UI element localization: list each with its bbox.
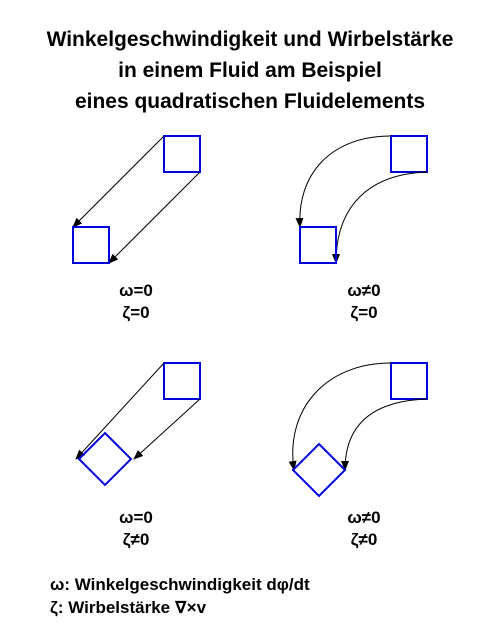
motion-arrow-upper bbox=[72, 135, 165, 228]
fluid-element-start bbox=[163, 362, 201, 400]
omega-label: ω≠0 bbox=[347, 508, 380, 527]
omega-label: ω≠0 bbox=[347, 281, 380, 300]
legend-zeta: ζ: Wirbelstärke ∇×v bbox=[50, 598, 207, 617]
omega-label: ω=0 bbox=[119, 508, 153, 527]
motion-arrow-lower bbox=[108, 171, 201, 264]
title-line-1: Winkelgeschwindigkeit und Wirbelstärke bbox=[46, 28, 454, 51]
zeta-label: ζ=0 bbox=[350, 303, 377, 322]
panel-translation: ω=0 ζ=0 bbox=[72, 135, 201, 322]
omega-label: ω=0 bbox=[119, 281, 153, 300]
motion-arrow-upper bbox=[75, 362, 165, 460]
title-line-2: in einem Fluid am Beispiel bbox=[118, 59, 382, 82]
zeta-label: ζ≠0 bbox=[351, 530, 378, 549]
zeta-label: ζ≠0 bbox=[123, 530, 150, 549]
motion-arrow-inner bbox=[341, 398, 428, 471]
fluid-element-start bbox=[390, 362, 428, 400]
panel-rotation-straight: ω=0 ζ≠0 bbox=[75, 362, 201, 549]
fluid-element-end-rotated bbox=[77, 431, 133, 487]
fluid-element-end-rotated bbox=[291, 442, 347, 498]
motion-arrow-outer bbox=[295, 135, 392, 228]
motion-arrow-lower bbox=[133, 398, 201, 460]
fluid-element-start bbox=[163, 135, 201, 173]
fluid-element-start bbox=[390, 135, 428, 173]
legend-omega: ω: Winkelgeschwindigkeit dφ/dt bbox=[50, 575, 310, 594]
fluid-element-end bbox=[299, 226, 337, 264]
motion-arrow-inner bbox=[332, 171, 428, 264]
panel-curved-path: ω≠0 ζ=0 bbox=[295, 135, 428, 322]
motion-arrow-outer bbox=[288, 362, 392, 471]
panel-rotation-curved: ω≠0 ζ≠0 bbox=[288, 362, 428, 549]
legend: ω: Winkelgeschwindigkeit dφ/dt ζ: Wirbel… bbox=[50, 573, 310, 619]
diagram-title: Winkelgeschwindigkeit und Wirbelstärke i… bbox=[0, 24, 500, 117]
zeta-label: ζ=0 bbox=[122, 303, 149, 322]
fluid-element-end bbox=[72, 226, 110, 264]
title-line-3: eines quadratischen Fluidelements bbox=[74, 90, 426, 113]
